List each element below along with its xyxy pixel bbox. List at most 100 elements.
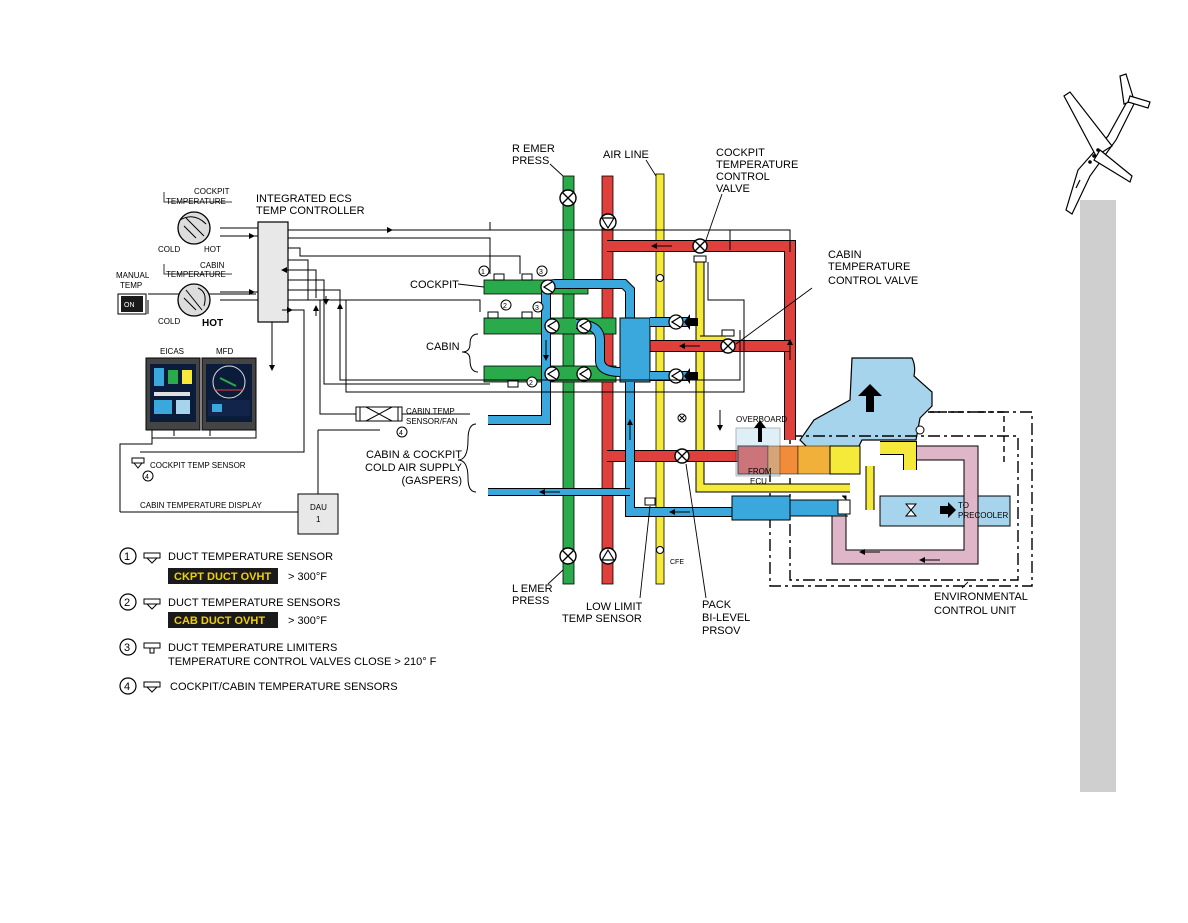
leader-lines — [457, 159, 969, 599]
legend: 1 DUCT TEMPERATURE SENSOR CKPT DUCT OVHT… — [119, 547, 437, 695]
l-emer-press-label: L EMER PRESS — [512, 583, 553, 607]
ckpt-duct-ovht-annunciator — [168, 568, 278, 584]
svg-text:(GASPERS): (GASPERS) — [401, 475, 462, 487]
cabin-cold-label: COLD — [158, 317, 180, 326]
svg-text:TEMPERATURE: TEMPERATURE — [166, 197, 226, 206]
cabin-brace — [461, 333, 479, 373]
shutoff-valve-l-emer-lower[interactable] — [559, 547, 577, 565]
svg-text:4: 4 — [145, 474, 149, 481]
cabin-knob-bracket — [163, 264, 232, 275]
cockpit-knob-title: COCKPIT TEMPERATURE — [166, 187, 230, 206]
gaspers-label: CABIN & COCKPIT COLD AIR SUPPLY (GASPERS… — [365, 449, 463, 487]
pack-prsov[interactable] — [674, 448, 690, 464]
svg-text:DUCT TEMPERATURE LIMITERS: DUCT TEMPERATURE LIMITERS — [168, 642, 337, 654]
legend-item-1: 1 DUCT TEMPERATURE SENSOR CKPT DUCT OVHT… — [119, 547, 333, 584]
svg-text:PRESS: PRESS — [512, 155, 549, 167]
svg-text:R EMER: R EMER — [512, 143, 555, 155]
low-limit-temp-sensor — [644, 497, 656, 506]
duct-sensor-2-upper — [487, 311, 499, 319]
cabin-temp-knob[interactable] — [177, 283, 211, 317]
svg-text:PRECOOLER: PRECOOLER — [958, 511, 1008, 520]
ecu-boundary — [769, 411, 1033, 587]
ecu-body — [799, 357, 1011, 527]
svg-text:2: 2 — [124, 597, 130, 609]
overboard-label: OVERBOARD — [736, 415, 787, 424]
gaspers-brace — [457, 423, 477, 493]
cockpit-cold-label: COLD — [158, 245, 180, 254]
integrated-ecs-label: INTEGRATED ECS TEMP CONTROLLER — [256, 193, 365, 217]
svg-text:CONTROL VALVE: CONTROL VALVE — [828, 275, 918, 287]
svg-text:> 300°F: > 300°F — [288, 615, 327, 627]
manual-temp-label: MANUAL TEMP — [116, 271, 150, 290]
ecs-temp-controller — [257, 221, 289, 323]
mfd-label: MFD — [216, 347, 234, 356]
svg-text:TEMP SENSOR: TEMP SENSOR — [562, 613, 642, 625]
air-line-valve — [677, 413, 687, 423]
svg-text:3: 3 — [535, 305, 539, 312]
svg-text:4: 4 — [399, 430, 403, 437]
svg-text:COLD AIR SUPPLY: COLD AIR SUPPLY — [365, 462, 463, 474]
svg-text:DUCT TEMPERATURE SENSOR: DUCT TEMPERATURE SENSOR — [168, 551, 333, 563]
cockpit-label: COCKPIT — [410, 279, 459, 291]
svg-text:PRESS: PRESS — [512, 595, 549, 607]
cabin-temp-valve-label: CABIN TEMPERATURE CONTROL VALVE — [828, 249, 918, 287]
duct-limiter-3-cockpit — [521, 273, 533, 281]
ecu-valve-top — [915, 425, 925, 435]
air-line-label: AIR LINE — [603, 149, 649, 161]
cabin-temp-display-label: CABIN TEMPERATURE DISPLAY — [140, 501, 262, 510]
shutoff-valve-r-emer-upper[interactable] — [559, 189, 577, 207]
duct-sensor-1 — [493, 273, 505, 281]
svg-text:TEMPERATURE CONTROL VALVES CLO: TEMPERATURE CONTROL VALVES CLOSE > 210° … — [168, 656, 437, 668]
svg-text:CONTROL UNIT: CONTROL UNIT — [934, 605, 1016, 617]
cockpit-hot-label: HOT — [204, 245, 221, 254]
svg-text:ECU: ECU — [750, 477, 767, 486]
cabin-temp-sensor-fan — [355, 406, 403, 422]
page-sidebar-tab — [1080, 200, 1116, 792]
ecu-label: ENVIRONMENTAL CONTROL UNIT — [934, 591, 1028, 617]
legend-item-3: 3 DUCT TEMPERATURE LIMITERS TEMPERATURE … — [119, 638, 437, 668]
svg-text:2: 2 — [529, 380, 533, 387]
svg-text:MANUAL: MANUAL — [116, 271, 150, 280]
legend-item-2: 2 DUCT TEMPERATURE SENSORS CAB DUCT OVHT… — [119, 593, 340, 628]
svg-text:1: 1 — [124, 551, 130, 563]
svg-text:DUCT TEMPERATURE SENSORS: DUCT TEMPERATURE SENSORS — [168, 597, 340, 609]
airplane-icon — [1063, 73, 1151, 215]
cabin-label: CABIN — [426, 341, 460, 353]
svg-text:ENVIRONMENTAL: ENVIRONMENTAL — [934, 591, 1028, 603]
ecu-valve-right — [904, 503, 918, 517]
svg-text:1: 1 — [316, 515, 321, 524]
svg-text:CKPT DUCT OVHT: CKPT DUCT OVHT — [174, 571, 271, 583]
cabin-temp-sensor-fan-label: CABIN TEMP SENSOR/FAN — [406, 407, 458, 426]
dau-box — [297, 493, 339, 535]
cold-check-valve-lower — [668, 368, 698, 384]
ecu-valve-left — [837, 495, 851, 517]
low-limit-label: LOW LIMIT TEMP SENSOR — [562, 601, 643, 625]
svg-text:CABIN: CABIN — [200, 261, 225, 270]
mix-check-valve-cabin-lower-1 — [544, 366, 560, 382]
svg-text:CAB DUCT OVHT: CAB DUCT OVHT — [174, 615, 265, 627]
mix-check-valve-cabin-upper-1 — [544, 318, 560, 334]
svg-text:CABIN TEMP: CABIN TEMP — [406, 407, 455, 416]
cabin-hot-label: HOT — [202, 318, 223, 329]
mix-check-valve-cockpit — [540, 279, 556, 295]
mix-check-valve-cabin-lower-2 — [576, 366, 592, 382]
cockpit-temp-knob[interactable] — [177, 211, 211, 245]
svg-text:VALVE: VALVE — [716, 183, 750, 195]
r-emer-press-label: R EMER PRESS — [512, 143, 555, 167]
svg-text:LOW LIMIT: LOW LIMIT — [586, 601, 643, 613]
cockpit-knob-bracket — [163, 192, 232, 203]
precooler-arrow-icon — [940, 502, 956, 518]
cabin-temp-control-valve[interactable] — [720, 329, 736, 354]
cockpit-temp-control-valve[interactable] — [692, 238, 708, 263]
manual-temp-on-button[interactable] — [117, 293, 147, 315]
pack-prsov-label: PACK BI-LEVEL PRSOV — [702, 599, 750, 637]
cockpit-temp-sensor-label: COCKPIT TEMP SENSOR — [150, 461, 246, 470]
callout-markers: 1 3 2 3 2 4 4 — [142, 265, 548, 482]
svg-text:COCKPIT/CABIN TEMPERATURE SENS: COCKPIT/CABIN TEMPERATURE SENSORS — [170, 681, 398, 693]
svg-text:> 300°F: > 300°F — [288, 571, 327, 583]
duct-limiter-3-cabin — [521, 311, 533, 319]
cab-duct-ovht-annunciator — [168, 612, 278, 628]
svg-text:1: 1 — [481, 269, 485, 276]
svg-text:FROM: FROM — [748, 467, 772, 476]
